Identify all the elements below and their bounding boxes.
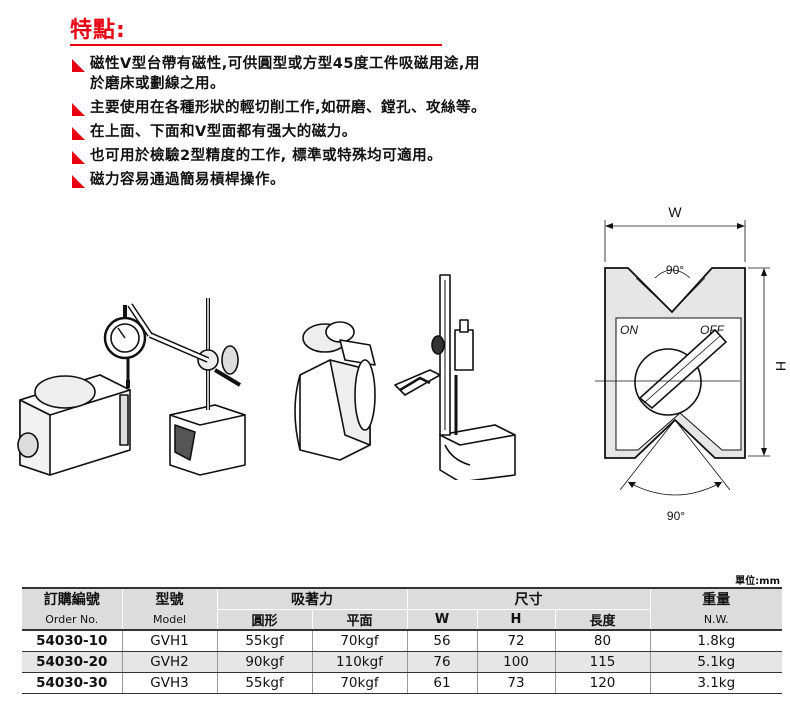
- v-block-illustration: [17, 374, 131, 476]
- cell-order: 54030-10: [22, 630, 122, 652]
- cell-h: 73: [476, 672, 555, 694]
- cell-length: 115: [554, 651, 650, 673]
- feature-text: 磁力容易通過簡易槓桿操作。: [90, 172, 285, 188]
- cell-w: 56: [406, 630, 477, 652]
- triangle-bullet-icon: [72, 59, 85, 72]
- height-label: H: [773, 361, 789, 371]
- header-h: H: [476, 609, 555, 631]
- feature-item: 磁力容易通過簡易槓桿操作。: [70, 170, 490, 190]
- feature-text: 也可用於檢驗2型精度的工作, 標準或特殊均可適用。: [90, 148, 443, 164]
- bottom-angle-label: 90°: [667, 509, 685, 523]
- cell-w: 61: [406, 672, 477, 694]
- header-w: W: [406, 609, 477, 631]
- cell-force-round: 55kgf: [216, 672, 312, 694]
- cell-force-flat: 110kgf: [311, 651, 407, 673]
- cell-force-flat: 70kgf: [311, 672, 407, 694]
- header-weight-en: N.W.: [649, 609, 782, 631]
- feature-text: 磁性V型台帶有磁性,可供圓型或方型45度工件吸磁用途,用於磨床或劃線之用。: [90, 56, 480, 92]
- height-gauge-illustration: [394, 274, 516, 480]
- page-title: 特點:: [70, 18, 126, 43]
- table-header-row: 訂購編號 型號 吸著力 尺寸 重量: [22, 587, 782, 610]
- feature-list: 磁性V型台帶有磁性,可供圓型或方型45度工件吸磁用途,用於磨床或劃線之用。 主要…: [70, 54, 490, 194]
- cell-model: GVH2: [121, 651, 217, 673]
- triangle-bullet-icon: [72, 151, 85, 164]
- v-block-dimension-diagram: W H 90° 90° ON OFF: [595, 204, 789, 523]
- spec-table: 訂購編號 型號 吸著力 尺寸 重量 Order No. Model 圓形 平面 …: [22, 587, 782, 694]
- header-model-en: Model: [121, 609, 217, 631]
- table-row: 54030-30 GVH3 55kgf 70kgf 61 73 120 3.1k…: [22, 672, 782, 694]
- header-model: 型號: [121, 587, 217, 610]
- cell-model: GVH1: [121, 630, 217, 652]
- feature-text: 主要使用在各種形狀的輕切削工作,如研磨、鏜孔、攻絲等。: [90, 100, 487, 116]
- cell-model: GVH3: [121, 672, 217, 694]
- cell-weight: 3.1kg: [649, 672, 782, 694]
- header-order-en: Order No.: [22, 609, 122, 631]
- cell-h: 100: [476, 651, 555, 673]
- header-weight: 重量: [649, 587, 782, 610]
- table-row: 54030-20 GVH2 90kgf 110kgf 76 100 115 5.…: [22, 651, 782, 673]
- cell-force-round: 55kgf: [216, 630, 312, 652]
- cell-order: 54030-30: [22, 672, 122, 694]
- header-size: 尺寸: [406, 587, 650, 610]
- triangle-bullet-icon: [72, 103, 85, 116]
- cell-force-round: 90kgf: [216, 651, 312, 673]
- block-workpiece-illustration: [294, 321, 376, 461]
- cell-length: 80: [554, 630, 650, 652]
- usage-illustrations: [17, 274, 516, 480]
- feature-text: 在上面、下面和V型面都有强大的磁力。: [90, 124, 357, 140]
- cell-force-flat: 70kgf: [311, 630, 407, 652]
- cell-h: 72: [476, 630, 555, 652]
- triangle-bullet-icon: [72, 175, 85, 188]
- cell-order: 54030-20: [22, 651, 122, 673]
- unit-note: 單位:mm: [735, 576, 780, 587]
- header-order: 訂購編號: [22, 587, 122, 610]
- triangle-bullet-icon: [72, 127, 85, 140]
- on-label: ON: [620, 323, 638, 337]
- feature-item: 主要使用在各種形狀的輕切削工作,如研磨、鏜孔、攻絲等。: [70, 98, 490, 118]
- header-force-flat: 平面: [311, 609, 407, 631]
- cell-w: 76: [406, 651, 477, 673]
- title-underline: [70, 44, 442, 46]
- header-force: 吸著力: [216, 587, 407, 610]
- header-length: 長度: [554, 609, 650, 631]
- feature-item: 也可用於檢驗2型精度的工作, 標準或特殊均可適用。: [70, 146, 490, 166]
- table-row: 54030-10 GVH1 55kgf 70kgf 56 72 80 1.8kg: [22, 630, 782, 652]
- off-label: OFF: [700, 323, 725, 337]
- header-force-round: 圓形: [216, 609, 312, 631]
- top-angle-label: 90°: [666, 263, 684, 277]
- feature-item: 在上面、下面和V型面都有强大的磁力。: [70, 122, 490, 142]
- feature-item: 磁性V型台帶有磁性,可供圓型或方型45度工件吸磁用途,用於磨床或劃線之用。: [70, 54, 490, 94]
- cell-weight: 1.8kg: [649, 630, 782, 652]
- cell-length: 120: [554, 672, 650, 694]
- width-label: W: [668, 204, 682, 220]
- cell-weight: 5.1kg: [649, 651, 782, 673]
- magnetic-stand-illustration: [103, 298, 246, 476]
- table-subheader-row: Order No. Model 圓形 平面 W H 長度 N.W.: [22, 609, 782, 631]
